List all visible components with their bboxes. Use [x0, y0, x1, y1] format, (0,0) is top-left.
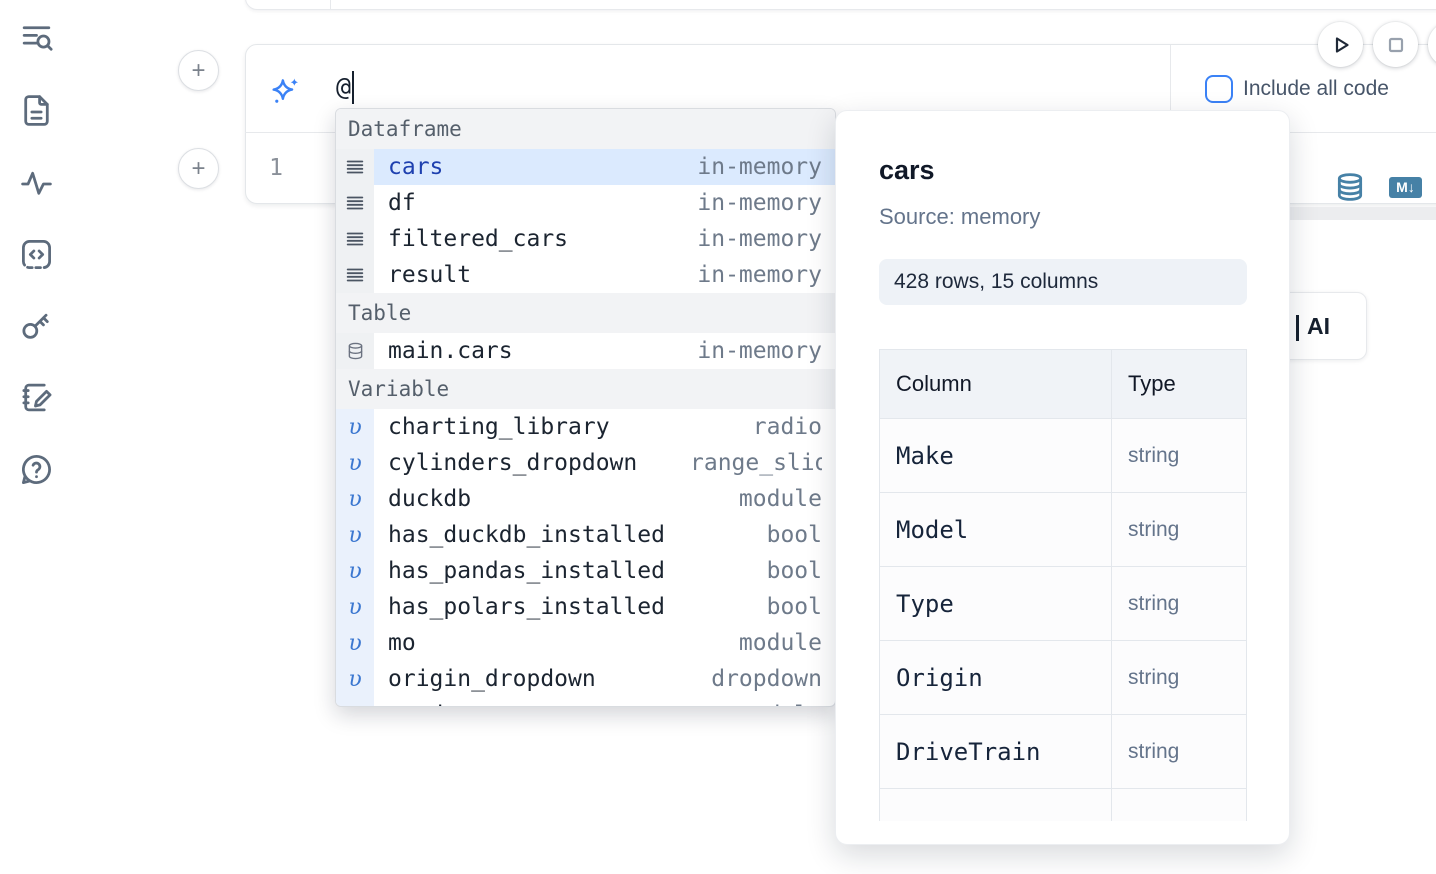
datasource-icon[interactable]: [1334, 171, 1366, 203]
stop-icon: [1388, 37, 1403, 52]
left-sidebar: [0, 0, 72, 874]
code-snippet-icon[interactable]: [18, 236, 55, 273]
run-cell-button[interactable]: [1318, 22, 1363, 67]
database-icon: [336, 333, 374, 369]
output-header-strip: [1290, 207, 1436, 220]
previous-cell-bottom: [245, 0, 1436, 10]
table-row: DriveTrain string: [879, 715, 1247, 789]
play-icon: [1335, 36, 1349, 53]
table-row-clipped: [879, 789, 1247, 821]
table-row: Origin string: [879, 641, 1247, 715]
dataframe-icon: [336, 185, 374, 221]
variable-icon: υ: [336, 589, 374, 625]
preview-shape-badge: 428 rows, 15 columns: [879, 259, 1247, 305]
code-line-number: 1: [269, 155, 283, 181]
document-icon[interactable]: [18, 92, 55, 129]
dataframe-preview-popover: cars Source: memory 428 rows, 15 columns…: [835, 110, 1290, 845]
dataframe-icon: [336, 149, 374, 185]
column-header: Column: [880, 350, 1112, 418]
text-cursor: [352, 71, 354, 104]
obscured-text-fragment: [1296, 315, 1299, 341]
key-icon[interactable]: [18, 307, 55, 344]
ai-button-label: AI: [1307, 313, 1330, 339]
table-row: Type string: [879, 567, 1247, 641]
type-header: Type: [1128, 371, 1176, 396]
completion-section-variable: Variable: [336, 369, 835, 409]
add-cell-above-button[interactable]: +: [178, 50, 219, 91]
clipped-toolbar-button[interactable]: [1428, 22, 1436, 67]
add-cell-below-button[interactable]: +: [178, 148, 219, 189]
help-chat-icon[interactable]: [18, 451, 55, 488]
variable-icon: υ: [336, 553, 374, 589]
table-header-row: Column Type: [879, 349, 1247, 419]
markdown-export-icon[interactable]: M↓: [1389, 177, 1422, 198]
preview-source: Source: memory: [879, 204, 1041, 229]
previous-cell-divider: [330, 0, 331, 10]
variable-icon: υ: [336, 517, 374, 553]
preview-title: cars: [879, 155, 935, 185]
list-search-icon[interactable]: [18, 20, 55, 57]
table-row: Model string: [879, 493, 1247, 567]
completion-section-table: Table: [336, 293, 835, 333]
completion-item-pandas[interactable]: υ pandasmodule: [336, 697, 835, 706]
variable-icon: υ: [336, 625, 374, 661]
dataframe-icon: [336, 257, 374, 293]
variable-icon: υ: [336, 697, 374, 706]
ai-prompt-input[interactable]: @: [336, 72, 352, 101]
notebook-edit-icon[interactable]: [18, 379, 55, 416]
stop-button[interactable]: [1373, 22, 1418, 67]
dataframe-icon: [336, 221, 374, 257]
variable-icon: υ: [336, 409, 374, 445]
include-all-code-label: Include all code: [1243, 77, 1389, 100]
activity-icon[interactable]: [18, 164, 55, 201]
preview-schema-table: Column Type Make string Model string Typ…: [879, 349, 1247, 821]
include-all-code-checkbox[interactable]: [1205, 75, 1233, 103]
table-row: Make string: [879, 419, 1247, 493]
variable-icon: υ: [336, 661, 374, 697]
completion-section-dataframe: Dataframe: [336, 109, 835, 149]
variable-icon: υ: [336, 481, 374, 517]
ai-sparkles-icon: [268, 74, 302, 108]
ai-row-vertical-divider: [1170, 45, 1171, 132]
variable-icon: υ: [336, 445, 374, 481]
